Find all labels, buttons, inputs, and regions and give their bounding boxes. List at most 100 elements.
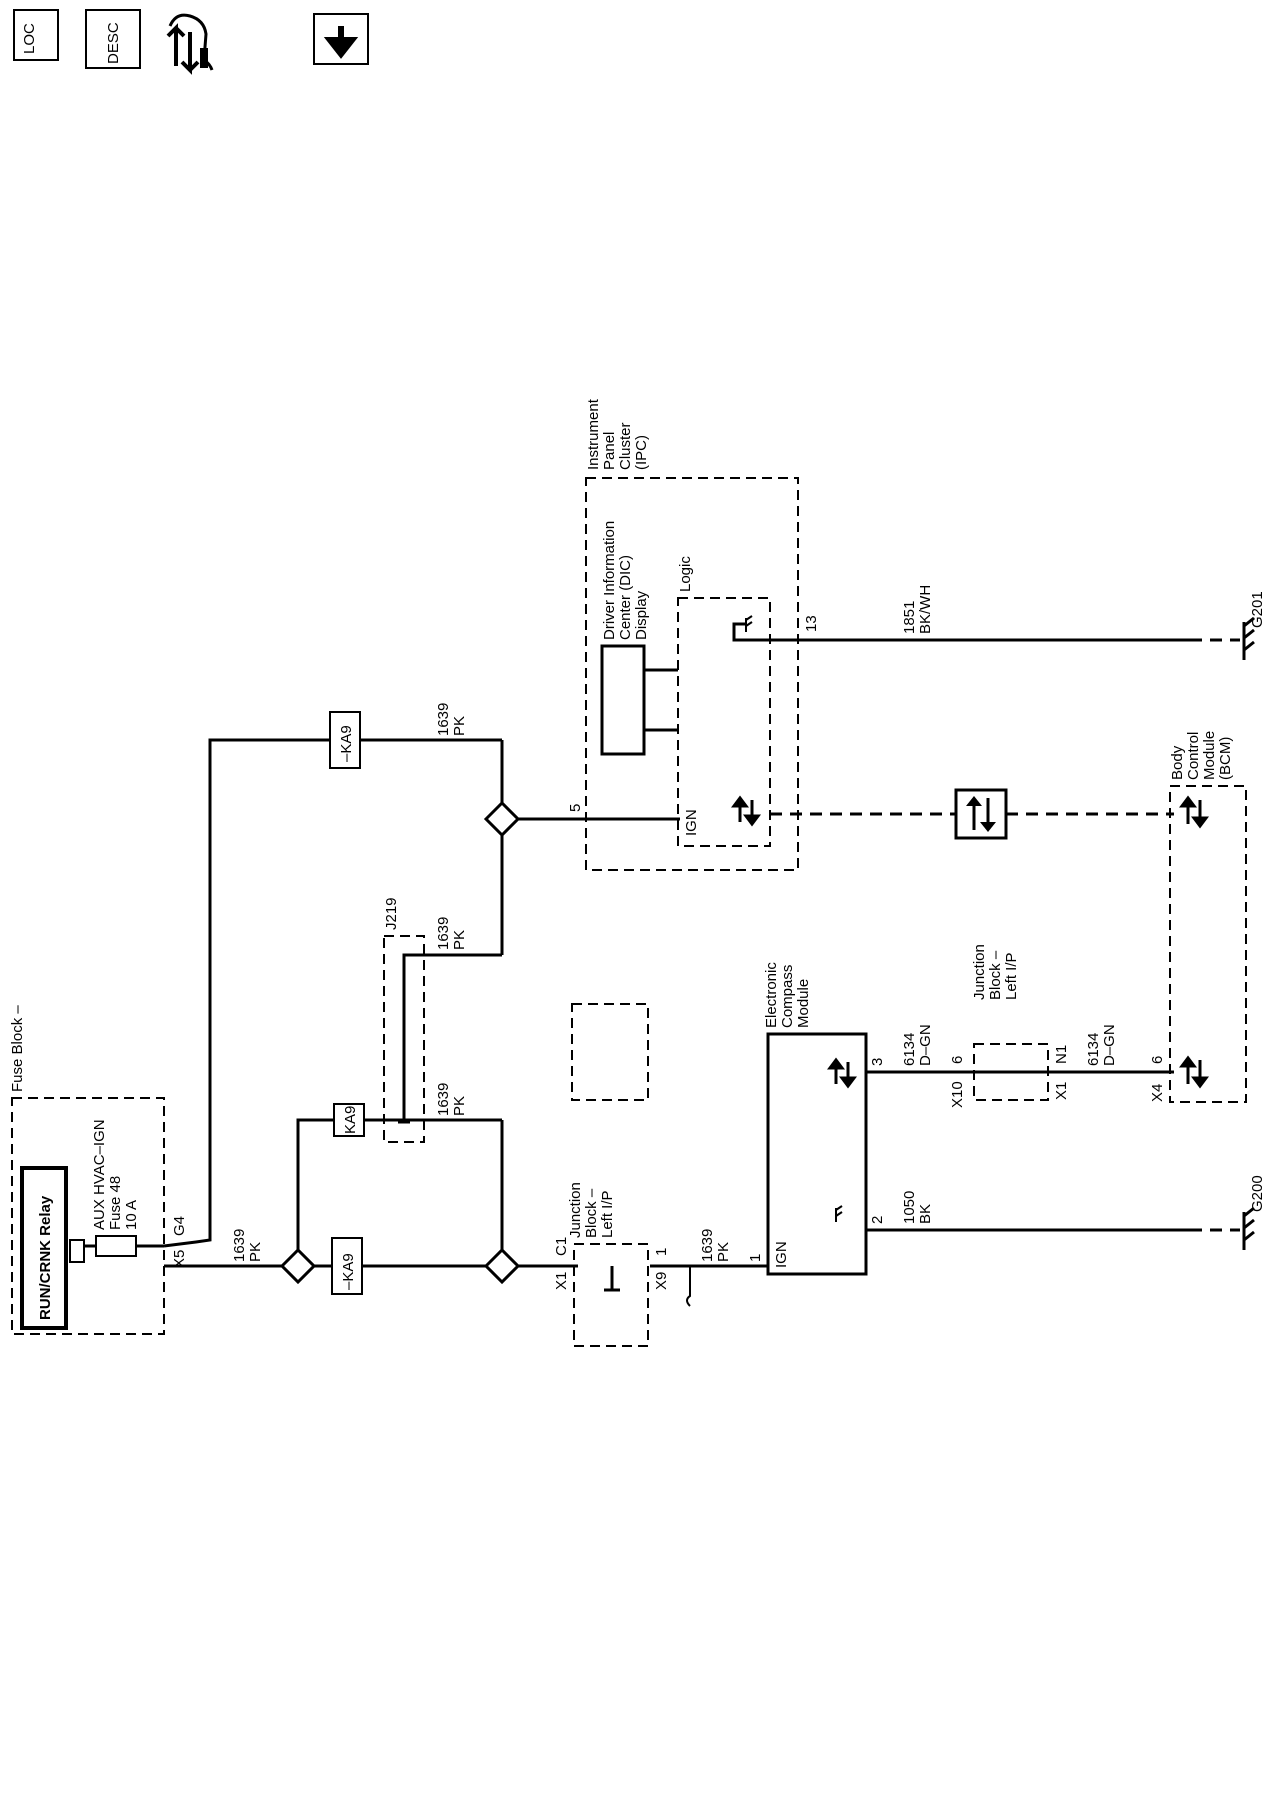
bcm-label-3: Module <box>1201 731 1218 780</box>
svg-text:KA9: KA9 <box>342 1106 359 1134</box>
ipc-internal-ground-icon <box>745 615 753 632</box>
j219-label: J219 <box>383 897 400 930</box>
compass-module-box <box>766 1032 868 1276</box>
x9-stub <box>686 1266 691 1307</box>
compass-label-3: Module <box>795 979 812 1028</box>
n1-label: N1 <box>1053 1045 1070 1064</box>
ipc-outline <box>585 477 799 871</box>
wire-label: 6134 <box>1085 1033 1102 1066</box>
jb2-label-2: Block – <box>987 950 1004 1000</box>
description-button[interactable]: DESC <box>85 9 141 69</box>
connector-tool-icon[interactable] <box>166 13 214 75</box>
wire-color: PK <box>451 930 468 950</box>
wire-label: 6134 <box>901 1033 918 1066</box>
compass-pin-2: 2 <box>869 1216 886 1224</box>
option-ka9-bottom: –KA9 <box>331 1237 363 1295</box>
bcm-serial-data-icon <box>1179 795 1209 829</box>
fuse-symbol <box>95 1235 137 1257</box>
arrow-down-icon <box>323 26 359 59</box>
j219-outline <box>383 935 425 1143</box>
ipc-label-4: (IPC) <box>633 435 650 470</box>
wire-label: 1050 <box>901 1191 918 1224</box>
wire-color: BK/WH <box>917 585 934 634</box>
jb1-label-2: Block – <box>583 1188 600 1238</box>
connector-g4: G4 <box>171 1216 188 1236</box>
location-button-label: LOC <box>21 23 38 54</box>
bcm-label: Body <box>1169 745 1186 780</box>
compass-label: Electronic <box>763 962 780 1028</box>
connector-x9: X9 <box>653 1272 670 1290</box>
c1-label: C1 <box>553 1237 570 1256</box>
relay-box <box>20 1166 68 1330</box>
bcm-data-icon <box>1179 1055 1209 1089</box>
description-button-label: DESC <box>105 22 122 64</box>
wire-color: PK <box>451 716 468 736</box>
ipc-pin-5: 5 <box>567 804 584 812</box>
arrow-down-button[interactable] <box>313 13 369 65</box>
wire-color: D–GN <box>1101 1024 1118 1066</box>
wire-label: 1639 <box>231 1229 248 1262</box>
connector-x10: X10 <box>949 1081 966 1108</box>
splice-diamond <box>279 1247 317 1285</box>
wire-label: 1639 <box>699 1229 716 1262</box>
connector-x1-n1: X1 <box>1053 1082 1070 1100</box>
ipc-label-2: Panel <box>601 432 618 470</box>
x10-pin: 6 <box>949 1056 966 1064</box>
bcm-pin-6: 6 <box>1149 1056 1166 1064</box>
junction-block-2-box <box>973 1043 1049 1101</box>
connector-x5: X5 <box>171 1250 188 1268</box>
logic-outline <box>677 597 771 847</box>
splice-diamond <box>483 800 521 838</box>
connector-x1-c1: X1 <box>553 1272 570 1290</box>
ipc-serial-data-icon <box>731 795 761 827</box>
fuse-rating: 10 A <box>123 1200 140 1230</box>
g200-label: G200 <box>1249 1175 1266 1212</box>
wire-label: 1851 <box>901 601 918 634</box>
jb2-label-3: Left I/P <box>1003 952 1020 1000</box>
serial-data-icon[interactable] <box>954 788 1008 840</box>
bcm-label-4: (BCM) <box>1217 737 1234 780</box>
g201-label: G201 <box>1249 591 1266 628</box>
dic-display <box>600 644 646 756</box>
compass-data-icon <box>827 1057 857 1089</box>
option-ka9-mid: KA9 <box>333 1103 365 1137</box>
compass-pin-1: 1 <box>747 1254 764 1262</box>
compass-ign-label: IGN <box>773 1241 790 1268</box>
junction-block-2-outline <box>571 1003 649 1101</box>
ipc-label-3: Cluster <box>617 422 634 470</box>
ipc-pin-13: 13 <box>803 615 820 632</box>
ipc-ground-lead <box>732 622 746 640</box>
compass-pin-3: 3 <box>869 1058 886 1066</box>
fuse-label: AUX HVAC–IGN <box>91 1119 108 1230</box>
svg-text:–KA9: –KA9 <box>340 1253 357 1290</box>
jb2-label: Junction <box>971 944 988 1000</box>
wire-label: 1639 <box>435 917 452 950</box>
relay-contact <box>69 1239 85 1263</box>
x9-pin: 1 <box>653 1248 670 1256</box>
fuse-number: Fuse 48 <box>107 1176 124 1230</box>
option-ka9-top: –KA9 <box>329 711 361 769</box>
fuse-block-label: Fuse Block – <box>9 1005 26 1092</box>
connector-x4: X4 <box>1149 1084 1166 1102</box>
logic-label: Logic <box>677 556 694 592</box>
dic-label-3: Display <box>633 590 650 640</box>
g201-ground-icon <box>1242 616 1255 660</box>
wire-label: 1639 <box>435 703 452 736</box>
splice-diamond <box>483 1247 521 1285</box>
compass-label-2: Compass <box>779 965 796 1028</box>
location-button[interactable]: LOC <box>13 9 59 61</box>
jb1-label: Junction <box>567 1182 584 1238</box>
jb1-label-3: Left I/P <box>599 1190 616 1238</box>
wire-color: D–GN <box>917 1024 934 1066</box>
fuse-line: AUX HVAC–IGN <box>91 1119 108 1230</box>
g200-ground-icon <box>1242 1206 1255 1250</box>
svg-text:–KA9: –KA9 <box>338 725 355 762</box>
dic-label: Driver Information <box>601 521 618 640</box>
wire-color: PK <box>715 1242 732 1262</box>
wire-color: BK <box>917 1204 934 1224</box>
relay-label: RUN/CRNK Relay <box>37 1195 54 1320</box>
ipc-ign-label: IGN <box>683 809 700 836</box>
junction-block-1-outline <box>573 1243 649 1347</box>
bcm-label-2: Control <box>1185 732 1202 780</box>
